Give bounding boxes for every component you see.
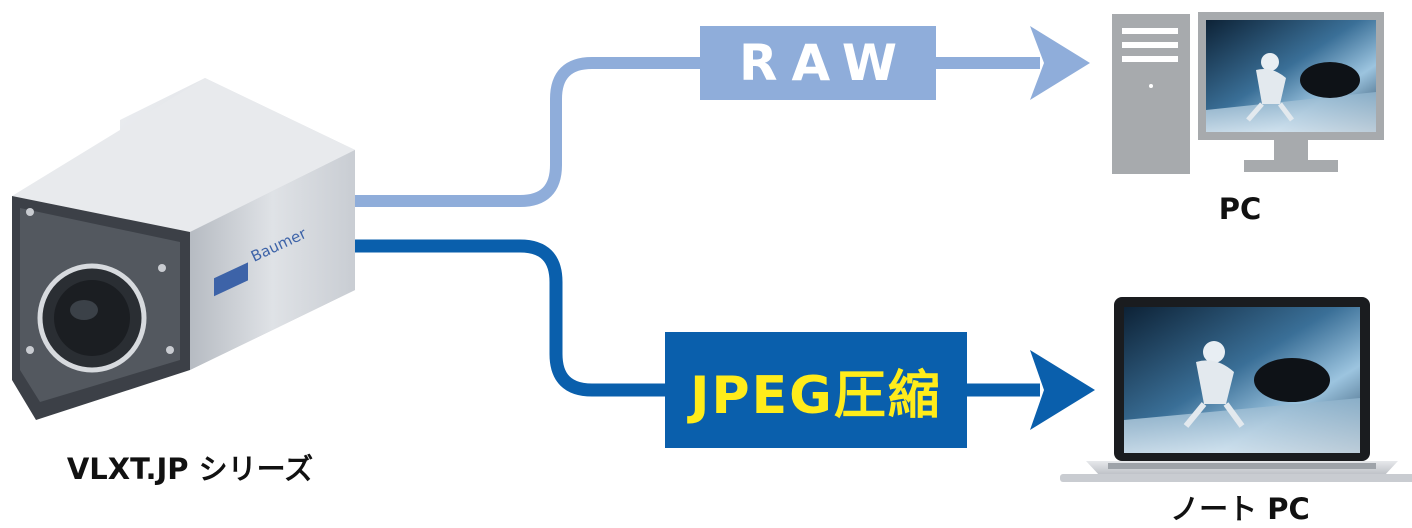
laptop-illustration — [1060, 297, 1412, 482]
raw-label-box: RAW — [700, 26, 936, 100]
camera-illustration: Baumer — [12, 78, 355, 420]
desktop-pc-illustration — [1112, 12, 1384, 174]
jpeg-connector-line — [350, 239, 1040, 397]
hockey-player-icon — [1246, 53, 1294, 122]
laptop-caption: ノート PC — [1170, 492, 1310, 526]
laptop-hockey-puck-icon — [1254, 358, 1330, 402]
camera-caption: VLXT.JP シリーズ — [66, 452, 314, 486]
jpeg-label: JPEG圧縮 — [690, 365, 942, 426]
jpeg-label-box: JPEG圧縮 — [665, 332, 967, 448]
raw-arrowhead — [1030, 26, 1090, 100]
raw-label: RAW — [738, 34, 912, 92]
pc-tower — [1112, 14, 1190, 174]
laptop-hockey-player-icon — [1183, 341, 1245, 428]
raw-connector-line — [350, 57, 1040, 207]
jpeg-arrowhead — [1030, 350, 1095, 430]
hockey-puck-icon — [1300, 62, 1360, 98]
desktop-pc-caption: PC — [1218, 192, 1262, 226]
